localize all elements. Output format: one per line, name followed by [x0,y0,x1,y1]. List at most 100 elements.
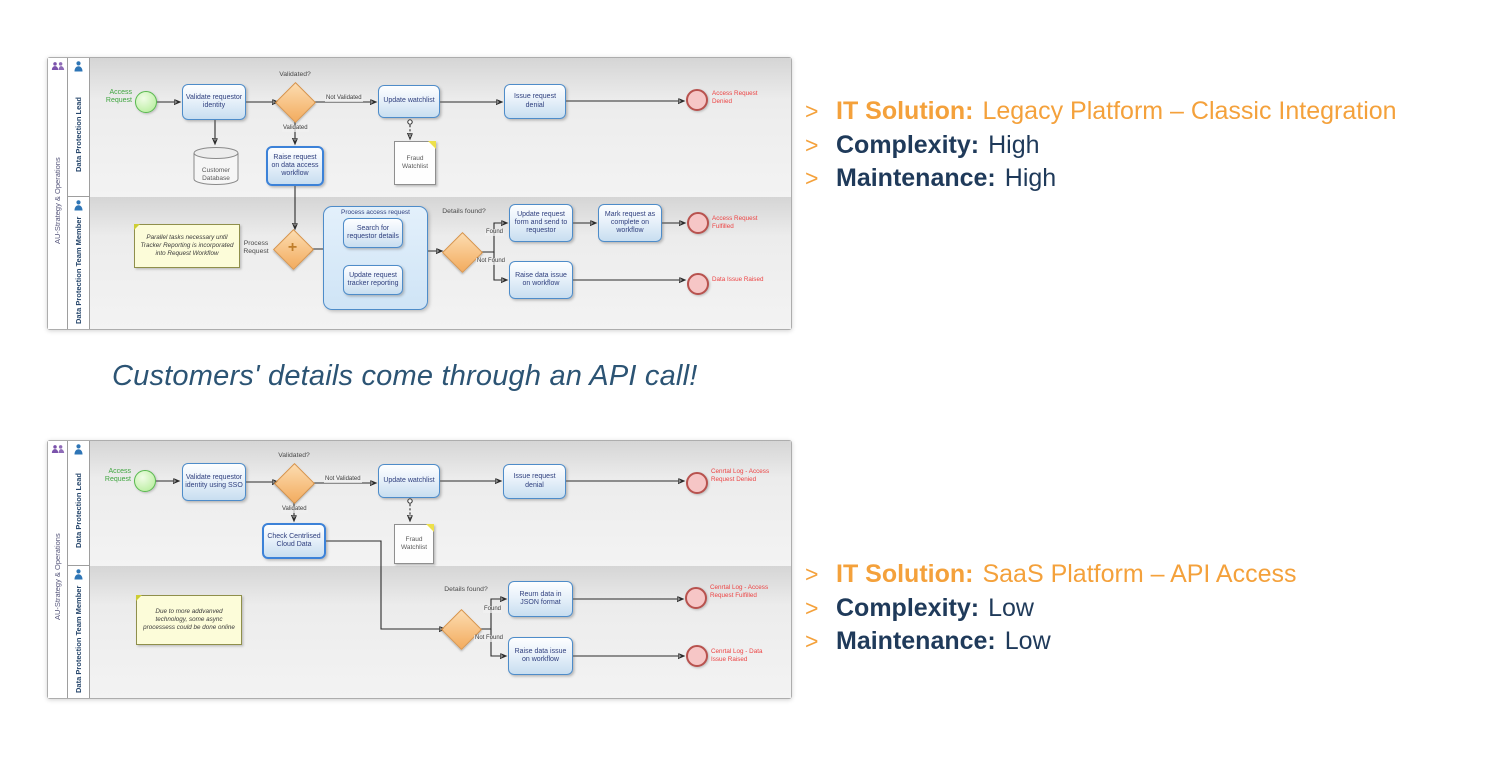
lane-column-member: Data Protection Team Member [68,566,90,698]
person-icon [74,61,83,72]
gateway-label-details-found: Details found? [442,208,486,215]
diagram-legacy-platform: AU-Strategy & Operations Data Protection… [47,57,792,330]
database-cylinder-icon [193,147,239,185]
solution-value: SaaS Platform – API Access [982,560,1297,588]
maintenance-label: Maintenance: [836,627,996,655]
edge-label-validated: Validated [281,506,308,514]
person-icon [74,200,83,211]
bullet-icon: > [805,165,819,191]
note-async-processes: Due to more addvanved technology, some a… [136,595,242,645]
pool-label: AU-Strategy & Operations [53,157,62,244]
bullet-icon: > [805,131,819,158]
solution-value: Legacy Platform – Classic Integration [982,97,1397,125]
info-line-maintenance: > Maintenance: Low [805,627,1297,661]
fraud-watchlist-document: Fraud Watchlist [394,524,434,564]
end-event-denied [686,89,708,111]
maintenance-label: Maintenance: [836,164,996,192]
note-parallel-tasks: Parallel tasks necessary until Tracker R… [134,224,240,268]
maintenance-value: High [1004,164,1057,192]
database-label: Customer Database [201,167,231,183]
lane-label-member: Data Protection Team Member [74,585,83,693]
lane-label-lead: Data Protection Lead [74,96,83,172]
end-label-data-issue: Data Issue Raised [712,276,764,283]
task-update-watchlist: Update watchlist [378,464,440,498]
task-validate-identity-sso: Validate requestor identity using SSO [182,463,246,501]
edge-label-found: Found [485,229,505,237]
edge-label-not-validated: Not Validated [324,476,362,484]
complexity-value: High [988,130,1040,159]
gateway-label-process-request: Process Request [243,240,269,256]
complexity-value: Low [988,593,1034,622]
edge-label-not-validated: Not Validated [325,95,363,103]
info-line-solution: > IT Solution: Legacy Platform – Classic… [805,97,1397,131]
task-search-details: Search for requestor details [343,218,403,248]
lane-label-lead: Data Protection Lead [74,472,83,548]
complexity-label: Complexity: [836,593,980,622]
end-event-denied [686,472,708,494]
info-line-complexity: > Complexity: Low [805,594,1297,628]
start-event-label: Access Request [105,89,132,105]
pool-label: AU-Strategy & Operations [53,533,62,620]
diagram-saas-platform: AU-Strategy & Operations Data Protection… [47,440,792,699]
end-event-data-issue [687,273,709,295]
pool-column: AU-Strategy & Operations [48,58,68,329]
maintenance-value: Low [1004,627,1051,655]
info-block-saas: > IT Solution: SaaS Platform – API Acces… [805,560,1297,661]
task-update-watchlist: Update watchlist [378,85,440,118]
lane-label-member: Data Protection Team Member [74,216,83,324]
lane-column-member: Data Protection Team Member [68,197,90,329]
solution-label: IT Solution: [836,560,974,588]
bullet-icon: > [805,594,819,621]
end-event-fulfilled [687,212,709,234]
edge-label-found: Found [483,606,503,614]
person-icon [74,569,83,580]
task-return-json: Reurn data in JSON format [508,581,573,617]
person-icon [74,444,83,455]
parallel-gateway-plus-icon [279,235,306,262]
group-icon [51,62,64,70]
bullet-icon: > [805,98,819,124]
lane-lead-band [90,441,791,567]
group-icon [51,445,64,453]
complexity-label: Complexity: [836,130,980,159]
solution-label: IT Solution: [836,97,974,125]
gateway-label-details-found: Details found? [444,586,488,593]
info-line-complexity: > Complexity: High [805,131,1397,165]
info-block-legacy: > IT Solution: Legacy Platform – Classic… [805,97,1397,198]
lane-column-lead: Data Protection Lead [68,441,90,566]
end-label-fulfilled: Access Request Fulfilled [712,215,758,230]
task-mark-complete: Mark request as complete on workflow [598,204,662,242]
end-event-data-issue [686,645,708,667]
info-line-solution: > IT Solution: SaaS Platform – API Acces… [805,560,1297,594]
task-issue-denial: Issue request denial [503,464,566,499]
pool-column: AU-Strategy & Operations [48,441,68,698]
fraud-watchlist-document: Fraud Watchlist [394,141,436,185]
bullet-icon: > [805,561,819,587]
edge-label-not-found: Not Found [476,258,507,266]
task-raise-request: Raise request on data access workflow [266,146,324,186]
edge-label-not-found: Not Found [474,635,505,643]
end-label-fulfilled: Cenrtal Log - Access Request Fulfilled [710,584,769,599]
end-label-data-issue: Cenrtal Log - Data Issue Raised [711,648,763,663]
end-event-fulfilled [685,587,707,609]
task-issue-denial: Issue request denial [504,84,566,119]
task-update-tracker: Update request tracker reporting [343,265,403,295]
gateway-label-validated: Validated? [278,452,310,459]
caption-api-call: Customers' details come through an API c… [112,360,698,392]
task-raise-data-issue: Raise data issue on workflow [508,637,573,675]
task-validate-identity: Validate requestor identity [182,84,246,120]
customer-database-store: Customer Database [193,146,239,186]
start-event [135,91,157,113]
gateway-label-validated: Validated? [279,71,311,78]
subprocess-title: Process access request [340,209,410,216]
task-update-form: Update request form and send to requesto… [509,204,573,242]
end-label-denied: Access Request Denied [712,90,758,105]
start-event [134,470,156,492]
lane-column-lead: Data Protection Lead [68,58,90,197]
info-line-maintenance: > Maintenance: High [805,164,1397,198]
bullet-icon: > [805,628,819,654]
start-event-label: Access Request [104,468,131,484]
task-raise-data-issue: Raise data issue on workflow [509,261,573,299]
task-check-cloud-data: Check Centrlised Cloud Data [262,523,326,559]
edge-label-validated: Validated [282,125,309,133]
